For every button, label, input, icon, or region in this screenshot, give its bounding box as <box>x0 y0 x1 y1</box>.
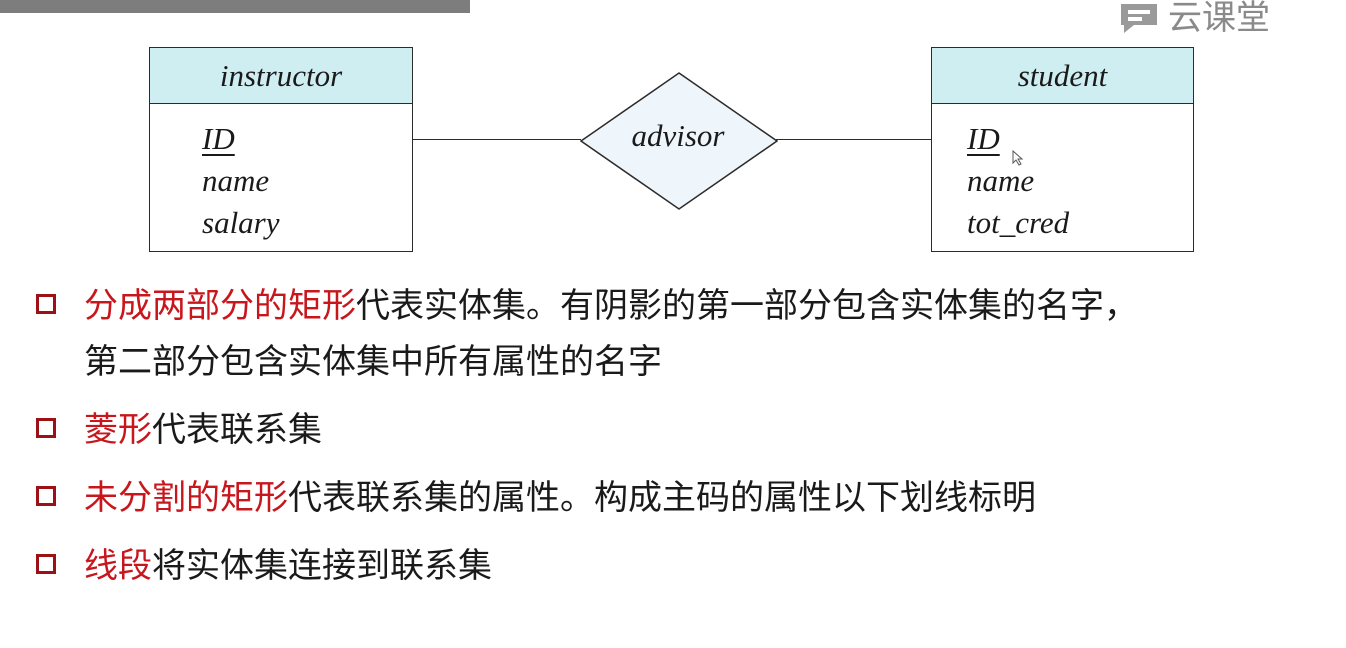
bullet-square-icon <box>36 418 56 438</box>
entity-name: instructor <box>150 48 412 104</box>
body-text: 代表联系集 <box>152 410 322 450</box>
watermark-logo: 云课堂 <box>1118 0 1270 36</box>
connector-line-right <box>776 139 932 140</box>
highlight-text: 分成两部分的矩形 <box>84 286 356 326</box>
highlight-text: 线段 <box>84 546 152 586</box>
bullet-text: 菱形代表联系集 <box>84 402 1336 458</box>
bullet-text-continuation: 第二部分包含实体集中所有属性的名字 <box>84 342 662 382</box>
attribute-list: ID name tot_cred <box>932 104 1193 244</box>
bullet-text: 分成两部分的矩形代表实体集。有阴影的第一部分包含实体集的名字， <box>84 278 1336 334</box>
entity-name: student <box>932 48 1193 104</box>
relationship-name: advisor <box>631 118 725 153</box>
bullet-item: 菱形代表联系集 <box>36 402 1336 458</box>
attribute-primary-key: ID <box>202 121 235 156</box>
slide-title-bar <box>0 0 470 13</box>
bullet-square-icon <box>36 554 56 574</box>
connector-line-left <box>413 139 581 140</box>
highlight-text: 菱形 <box>84 410 152 450</box>
attribute: name <box>202 163 270 198</box>
bullet-item: 未分割的矩形代表联系集的属性。构成主码的属性以下划线标明 <box>36 470 1336 526</box>
relationship-diamond <box>580 72 778 210</box>
chat-bubble-icon <box>1121 4 1157 33</box>
attribute-primary-key: ID <box>967 121 1000 156</box>
entity-instructor: instructor ID name salary <box>149 47 413 252</box>
bullet-list: 分成两部分的矩形代表实体集。有阴影的第一部分包含实体集的名字， 第二部分包含实体… <box>36 278 1336 594</box>
bullet-item: 分成两部分的矩形代表实体集。有阴影的第一部分包含实体集的名字， 第二部分包含实体… <box>36 278 1336 390</box>
mouse-cursor-icon <box>1012 150 1024 166</box>
body-text: 将实体集连接到联系集 <box>152 546 492 586</box>
attribute: salary <box>202 205 280 240</box>
bullet-square-icon <box>36 294 56 314</box>
attribute: tot_cred <box>967 205 1070 240</box>
bullet-item: 线段将实体集连接到联系集 <box>36 538 1336 594</box>
watermark-text: 云课堂 <box>1168 0 1270 38</box>
bullet-text: 线段将实体集连接到联系集 <box>84 538 1336 594</box>
attribute: name <box>967 163 1035 198</box>
bullet-text: 未分割的矩形代表联系集的属性。构成主码的属性以下划线标明 <box>84 470 1336 526</box>
body-text: 代表实体集。有阴影的第一部分包含实体集的名字， <box>356 286 1138 326</box>
bullet-square-icon <box>36 486 56 506</box>
entity-student: student ID name tot_cred <box>931 47 1194 252</box>
highlight-text: 未分割的矩形 <box>84 478 288 518</box>
body-text: 代表联系集的属性。构成主码的属性以下划线标明 <box>288 478 1036 518</box>
attribute-list: ID name salary <box>150 104 412 244</box>
